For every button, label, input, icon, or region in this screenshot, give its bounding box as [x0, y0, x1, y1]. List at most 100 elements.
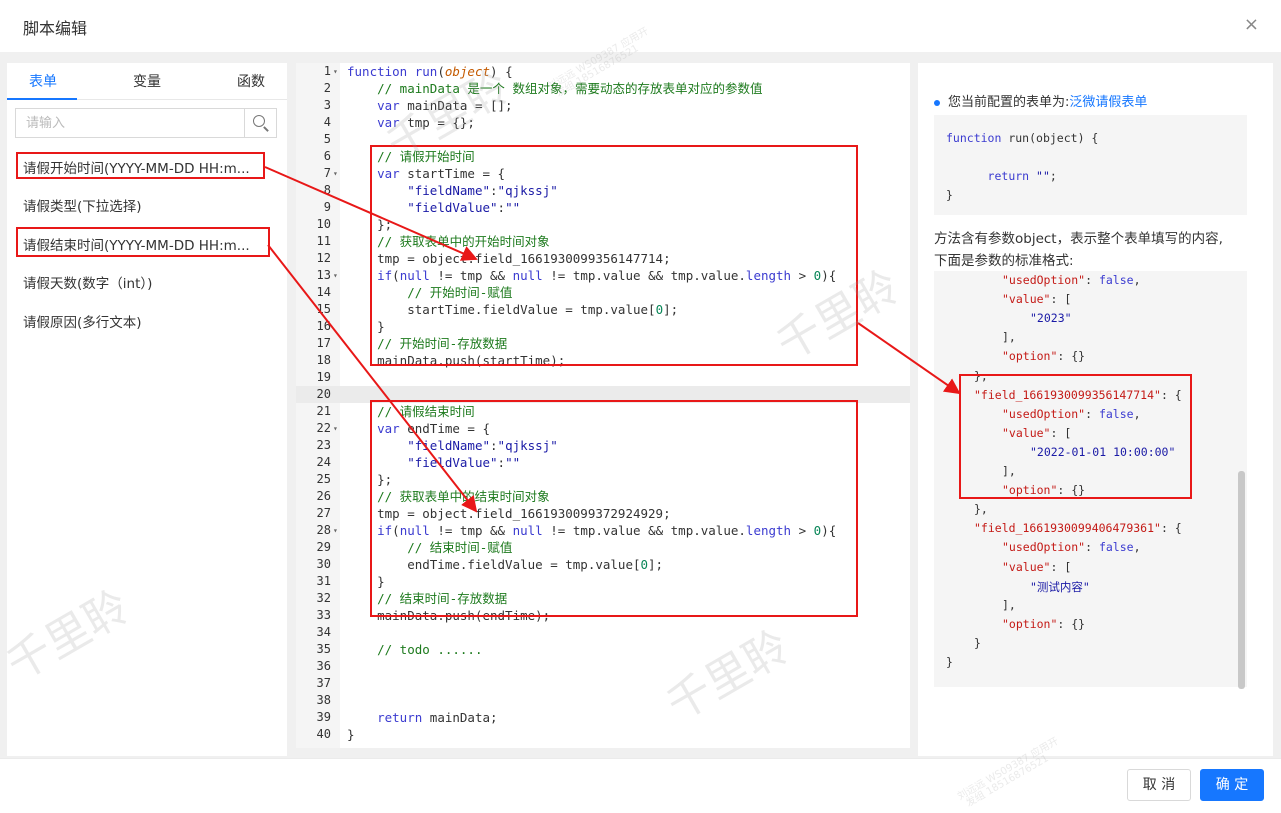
code-text: } [347, 727, 355, 742]
json-line: "value": [ [1002, 292, 1072, 307]
field-item-leave-days[interactable]: 请假天数(数字（int）) [23, 276, 153, 292]
code-line[interactable]: 36 [296, 658, 910, 675]
fold-arrow-icon[interactable]: ▾ [333, 271, 338, 280]
code-line[interactable]: 3 var mainData = []; [296, 97, 910, 114]
json-line: "测试内容" [1030, 579, 1090, 594]
form-name-link[interactable]: 泛微请假表单 [1069, 95, 1148, 110]
tab-functions[interactable]: 函数 [237, 74, 265, 90]
line-number: 19 [316, 370, 331, 384]
field-item-leave-end-time[interactable]: 请假结束时间(YYYY-MM-DD HH:m... [23, 238, 250, 254]
code-text: var mainData = []; [377, 98, 513, 113]
code-line[interactable]: 9 "fieldValue":"" [296, 199, 910, 216]
code-text: if(null != tmp && null != tmp.value && t… [377, 523, 837, 538]
line-number: 36 [316, 659, 331, 673]
json-line: "value": [ [1002, 559, 1072, 574]
code-text: // 获取表单中的开始时间对象 [377, 234, 550, 249]
tab-bar: 表单 变量 函数 [7, 63, 287, 100]
json-line: } [974, 635, 981, 650]
field-search [15, 108, 277, 138]
code-line[interactable]: 13▾ if(null != tmp && null != tmp.value … [296, 267, 910, 284]
code-text: }; [347, 217, 393, 232]
param-description: 方法含有参数object，表示整个表单填写的内容, [934, 231, 1223, 247]
param-format-label: 下面是参数的标准格式: [934, 253, 1074, 269]
line-number: 7 [323, 166, 331, 180]
code-line[interactable]: 7▾ var startTime = { [296, 165, 910, 182]
confirm-button[interactable]: 确 定 [1200, 769, 1264, 801]
line-number: 38 [316, 693, 331, 707]
function-snippet: function run(object) { return ""; } [934, 115, 1247, 215]
snippet-empty-string: "" [1036, 169, 1050, 183]
line-number: 34 [316, 625, 331, 639]
tab-form[interactable]: 表单 [29, 74, 57, 90]
code-text: startTime.fieldValue = tmp.value[0]; [347, 302, 679, 317]
code-line[interactable]: 29 // 结束时间-赋值 [296, 539, 910, 556]
code-line[interactable]: 26 // 获取表单中的结束时间对象 [296, 488, 910, 505]
code-line[interactable]: 14 // 开始时间-赋值 [296, 284, 910, 301]
code-line[interactable]: 22▾ var endTime = { [296, 420, 910, 437]
field-item-leave-type[interactable]: 请假类型(下拉选择) [23, 199, 142, 215]
code-text: var startTime = { [377, 166, 506, 181]
code-line[interactable]: 30 endTime.fieldValue = tmp.value[0]; [296, 556, 910, 573]
line-number: 10 [316, 217, 331, 231]
code-line[interactable]: 2 // mainData 是一个 数组对象，需要动态的存放表单对应的参数值 [296, 80, 910, 97]
field-item-leave-start-time[interactable]: 请假开始时间(YYYY-MM-DD HH:m... [23, 161, 250, 177]
code-editor[interactable]: 1▾function run(object) {2 // mainData 是一… [296, 63, 910, 748]
code-line[interactable]: 6 // 请假开始时间 [296, 148, 910, 165]
code-line[interactable]: 20 [296, 386, 910, 403]
dialog-body: 表单 变量 函数 请假开始时间(YYYY-MM-DD HH:m... 请假类型(… [0, 52, 1281, 758]
code-line[interactable]: 35 // todo ...... [296, 641, 910, 658]
code-line[interactable]: 39 return mainData; [296, 709, 910, 726]
code-line[interactable]: 28▾ if(null != tmp && null != tmp.value … [296, 522, 910, 539]
search-input[interactable] [16, 109, 244, 137]
code-line[interactable]: 40} [296, 726, 910, 743]
code-line[interactable]: 18 mainData.push(startTime); [296, 352, 910, 369]
close-icon[interactable]: × [1243, 14, 1259, 35]
line-number: 27 [316, 506, 331, 520]
fold-arrow-icon[interactable]: ▾ [333, 67, 338, 76]
code-line[interactable]: 12 tmp = object.field_166193009935614771… [296, 250, 910, 267]
code-line[interactable]: 10 }; [296, 216, 910, 233]
line-number: 33 [316, 608, 331, 622]
line-number: 26 [316, 489, 331, 503]
code-line[interactable]: 38 [296, 692, 910, 709]
code-line[interactable]: 31 } [296, 573, 910, 590]
line-number: 11 [316, 234, 331, 248]
search-button[interactable] [244, 109, 276, 137]
code-line[interactable]: 21 // 请假结束时间 [296, 403, 910, 420]
code-text: return mainData; [377, 710, 498, 725]
field-item-leave-reason[interactable]: 请假原因(多行文本) [23, 315, 142, 331]
code-line[interactable]: 27 tmp = object.field_166193009937292492… [296, 505, 910, 522]
fold-arrow-icon[interactable]: ▾ [333, 424, 338, 433]
cancel-button[interactable]: 取 消 [1127, 769, 1191, 801]
dialog-footer: 取 消 确 定 [0, 758, 1281, 813]
param-format-json[interactable]: "usedOption": false,"value": ["2023"],"o… [934, 271, 1247, 687]
code-line[interactable]: 25 }; [296, 471, 910, 488]
code-line[interactable]: 5 [296, 131, 910, 148]
code-line[interactable]: 1▾function run(object) { [296, 63, 910, 80]
code-line[interactable]: 32 // 结束时间-存放数据 [296, 590, 910, 607]
active-tab-indicator [7, 98, 77, 100]
code-line[interactable]: 19 [296, 369, 910, 386]
json-scrollbar[interactable] [1238, 471, 1245, 689]
code-line[interactable]: 24 "fieldValue":"" [296, 454, 910, 471]
code-line[interactable]: 37 [296, 675, 910, 692]
code-line[interactable]: 23 "fieldName":"qjkssj" [296, 437, 910, 454]
code-line[interactable]: 4 var tmp = {}; [296, 114, 910, 131]
fold-arrow-icon[interactable]: ▾ [333, 526, 338, 535]
fold-arrow-icon[interactable]: ▾ [333, 169, 338, 178]
line-number: 15 [316, 302, 331, 316]
line-number: 6 [323, 149, 331, 163]
code-line[interactable]: 33 mainData.push(endTime); [296, 607, 910, 624]
code-line[interactable]: 15 startTime.fieldValue = tmp.value[0]; [296, 301, 910, 318]
code-line[interactable]: 17 // 开始时间-存放数据 [296, 335, 910, 352]
code-text: "fieldValue":"" [407, 200, 521, 215]
code-line[interactable]: 8 "fieldName":"qjkssj" [296, 182, 910, 199]
json-line: "2023" [1030, 311, 1072, 326]
line-number: 13 [316, 268, 331, 282]
code-line[interactable]: 16 } [296, 318, 910, 335]
tab-variables[interactable]: 变量 [133, 74, 161, 90]
code-line[interactable]: 34 [296, 624, 910, 641]
code-line[interactable]: 11 // 获取表单中的开始时间对象 [296, 233, 910, 250]
json-line: "option": {} [1002, 349, 1086, 364]
code-text: function run(object) { [347, 64, 513, 79]
